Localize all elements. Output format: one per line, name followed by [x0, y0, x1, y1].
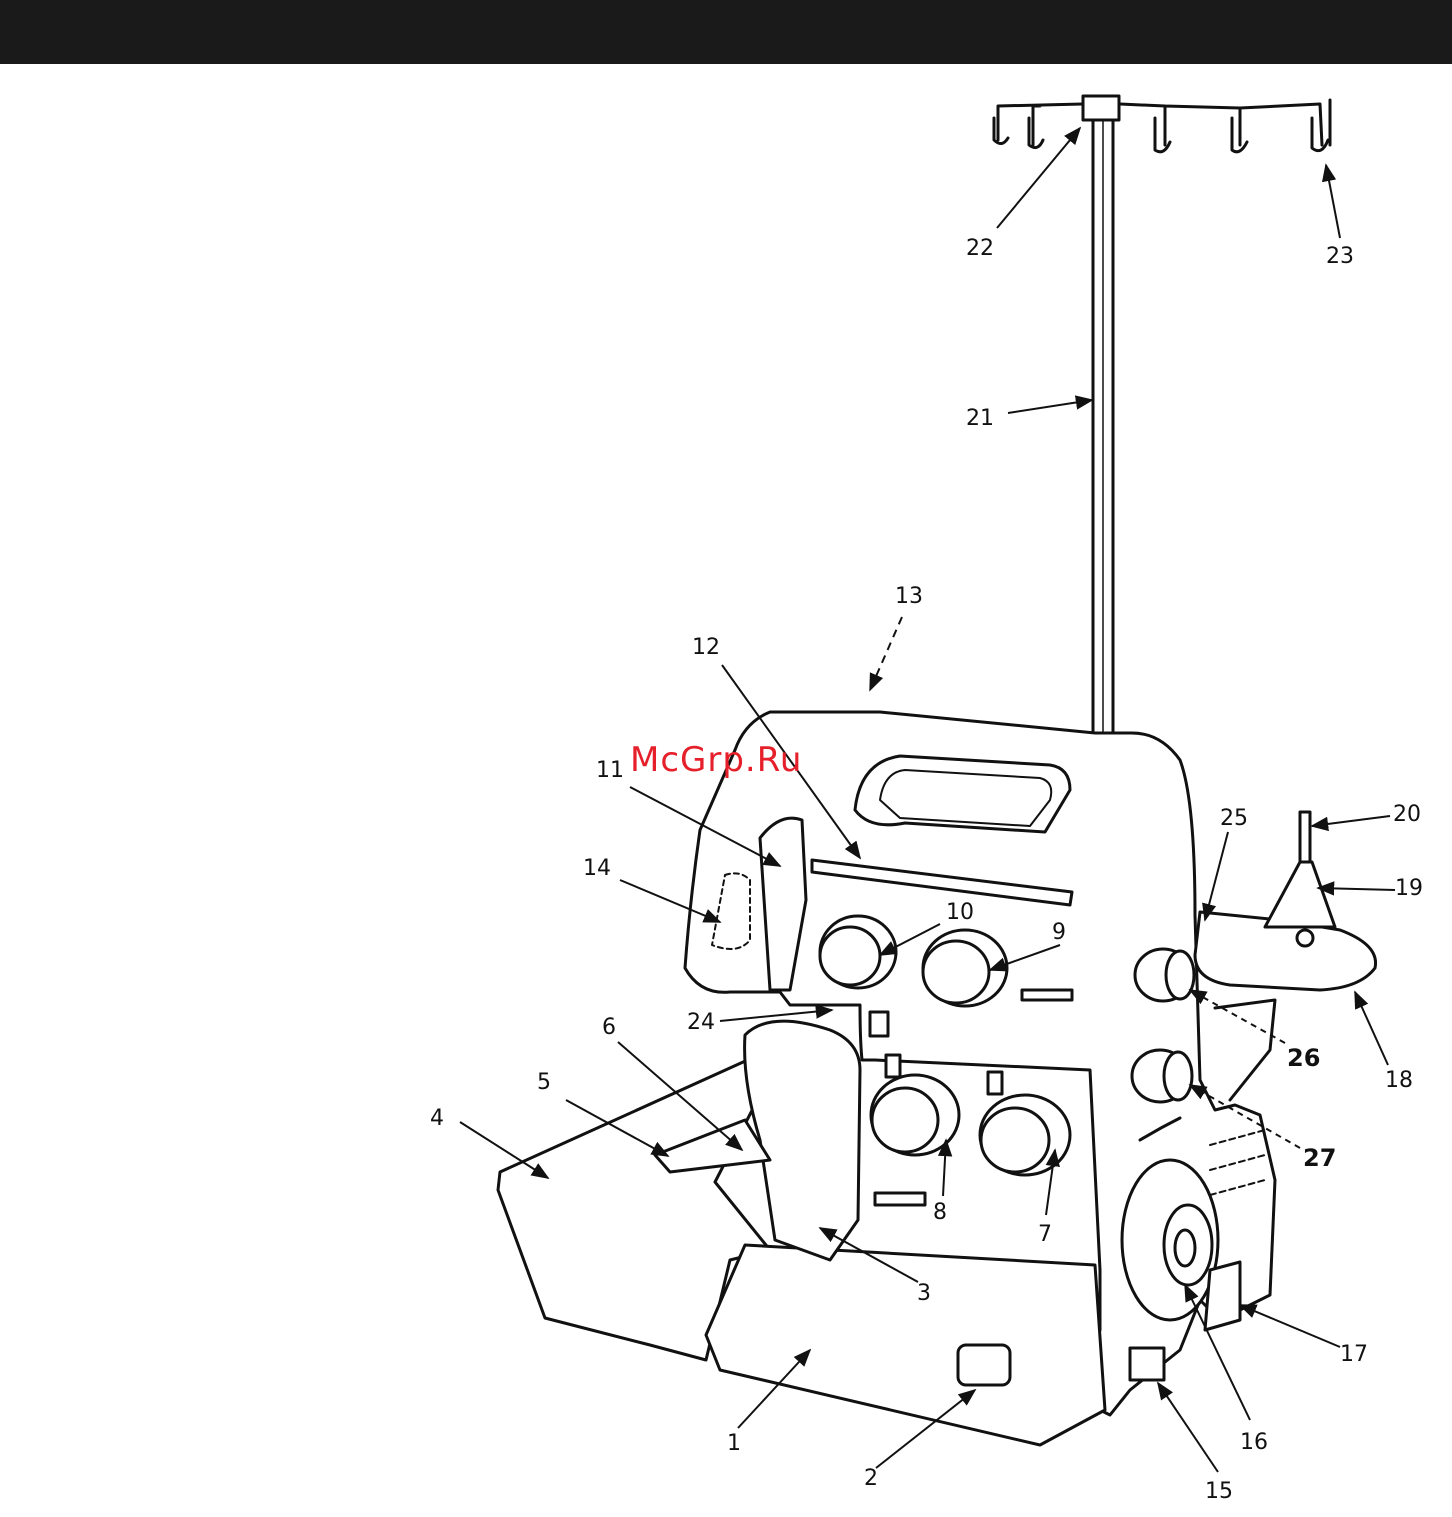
- callout-6: 6: [602, 1017, 616, 1039]
- callout-16: 16: [1240, 1432, 1268, 1454]
- callout-12: 12: [692, 637, 720, 659]
- callout-25: 25: [1220, 808, 1248, 830]
- callout-20: 20: [1393, 804, 1421, 826]
- callout-1: 1: [727, 1433, 741, 1455]
- callout-27: 27: [1303, 1146, 1336, 1170]
- callout-15: 15: [1205, 1481, 1233, 1503]
- callout-9: 9: [1052, 922, 1066, 944]
- callout-3: 3: [917, 1283, 931, 1305]
- callout-11: 11: [596, 760, 624, 782]
- callout-23: 23: [1326, 246, 1354, 268]
- callout-7: 7: [1038, 1224, 1052, 1246]
- callout-5: 5: [537, 1072, 551, 1094]
- callout-2: 2: [864, 1468, 878, 1490]
- callout-13: 13: [895, 586, 923, 608]
- callout-21: 21: [966, 408, 994, 430]
- callout-17: 17: [1340, 1344, 1368, 1366]
- thread-stand: [994, 96, 1330, 738]
- callout-18: 18: [1385, 1070, 1413, 1092]
- callout-10: 10: [946, 902, 974, 924]
- callout-19: 19: [1395, 878, 1423, 900]
- callout-4: 4: [430, 1108, 444, 1130]
- callout-26: 26: [1287, 1046, 1320, 1070]
- callout-22: 22: [966, 238, 994, 260]
- watermark-text: McGrp.Ru: [630, 740, 802, 780]
- callout-14: 14: [583, 858, 611, 880]
- callout-8: 8: [933, 1202, 947, 1224]
- callout-24: 24: [687, 1012, 715, 1034]
